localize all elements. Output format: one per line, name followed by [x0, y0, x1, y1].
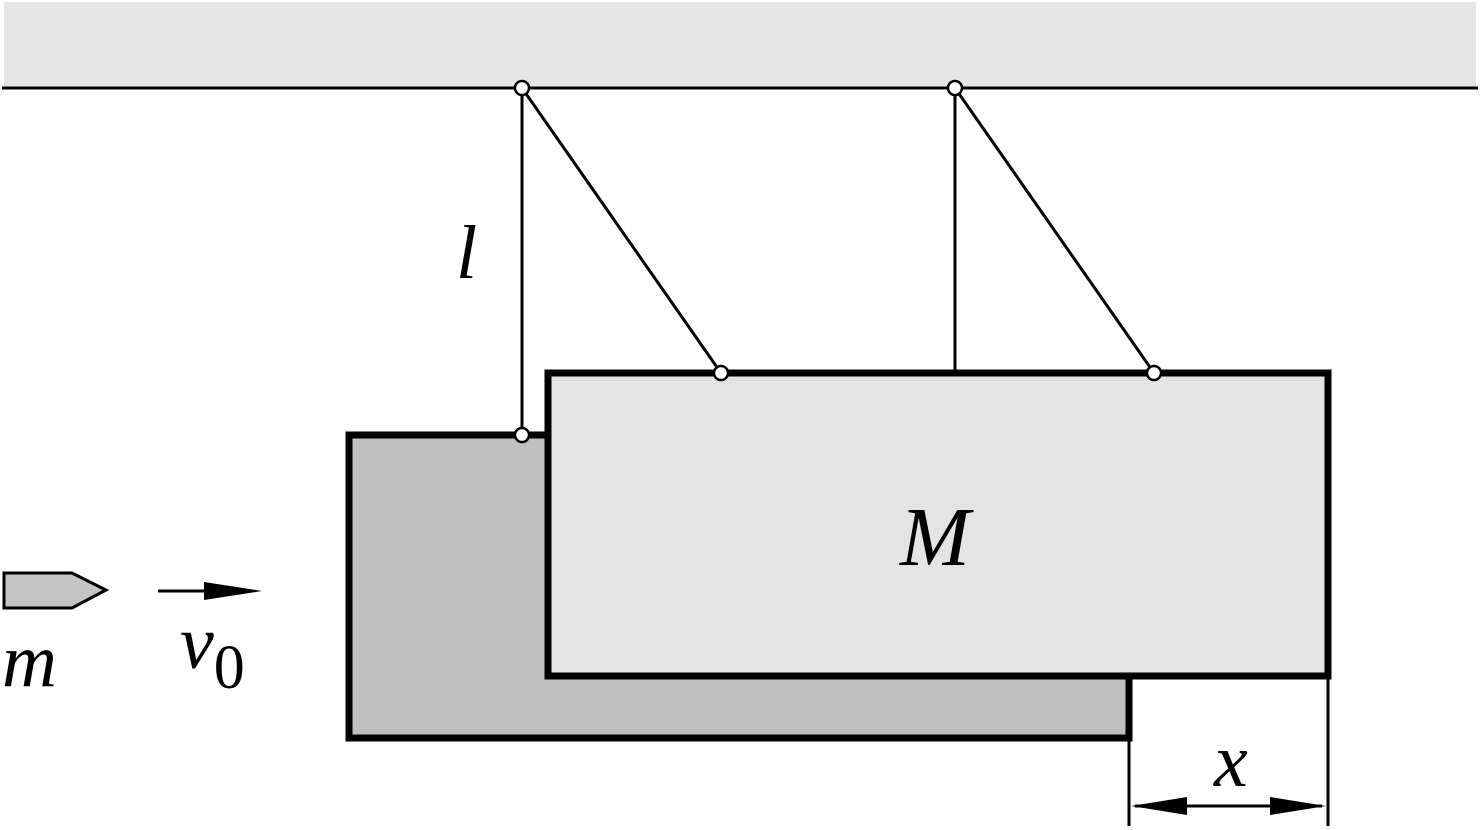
velocity-symbol: v [180, 601, 214, 685]
string-diagonal-right [953, 87, 1156, 374]
velocity-subscript: 0 [214, 634, 245, 702]
bullet [2, 571, 110, 610]
pivot-ceiling-right [946, 79, 964, 97]
displacement-label: x [1213, 719, 1248, 803]
ceiling [4, 2, 1476, 88]
length-label: l [456, 211, 477, 295]
block-mass-label: M [899, 491, 974, 584]
velocity-arrow-head [204, 582, 262, 600]
bullet-mass-label: m [2, 619, 57, 703]
string-diagonal-left [520, 87, 723, 374]
dimension-arrow-right [1270, 797, 1326, 815]
velocity-label: v0 [180, 601, 245, 702]
pivot-block-left [712, 364, 730, 382]
pivot-block-right [1145, 364, 1163, 382]
block-m [544, 369, 1332, 680]
pivot-displaced-block [513, 426, 531, 444]
dimension-arrow-left [1131, 797, 1187, 815]
pivot-ceiling-left [513, 79, 531, 97]
